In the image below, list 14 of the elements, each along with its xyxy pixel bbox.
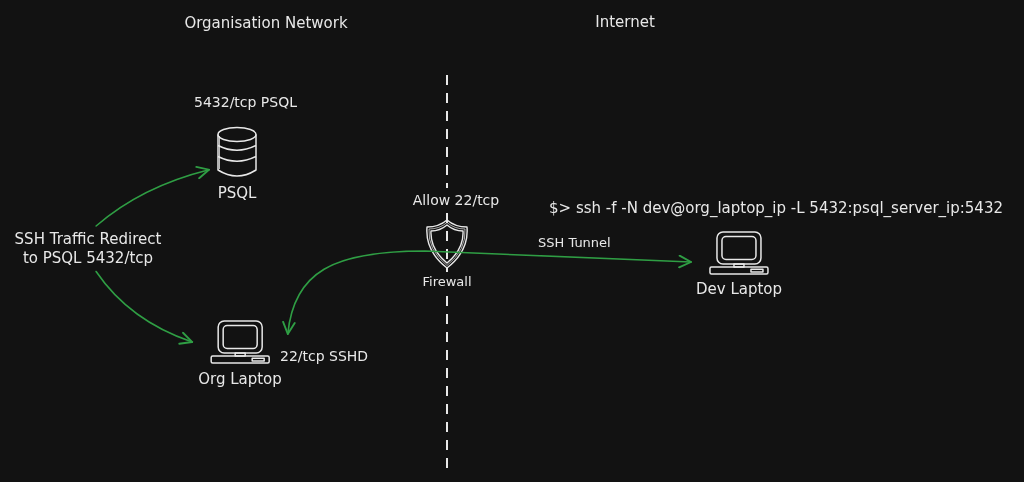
- command-text: $> ssh -f -N dev@org_laptop_ip -L 5432:psql_server_ip:5432: [549, 199, 1003, 218]
- arrow: [95, 270, 194, 345]
- node-label: Dev Laptop: [695, 280, 783, 299]
- zone-heading: Internet: [595, 13, 655, 32]
- arrow: [282, 250, 692, 335]
- note-text: SSH Traffic Redirect to PSQL 5432/tcp: [7, 230, 169, 268]
- zone-heading: Organisation Network: [184, 14, 348, 33]
- node-label: PSQL: [217, 184, 257, 203]
- rule-label: Allow 22/tcp: [412, 192, 500, 210]
- arrow: [95, 166, 210, 227]
- port-label: 22/tcp SSHD: [280, 348, 369, 366]
- port-label: 5432/tcp PSQL: [194, 94, 298, 112]
- node-label: Org Laptop: [198, 370, 282, 389]
- node-label: Firewall: [422, 274, 472, 291]
